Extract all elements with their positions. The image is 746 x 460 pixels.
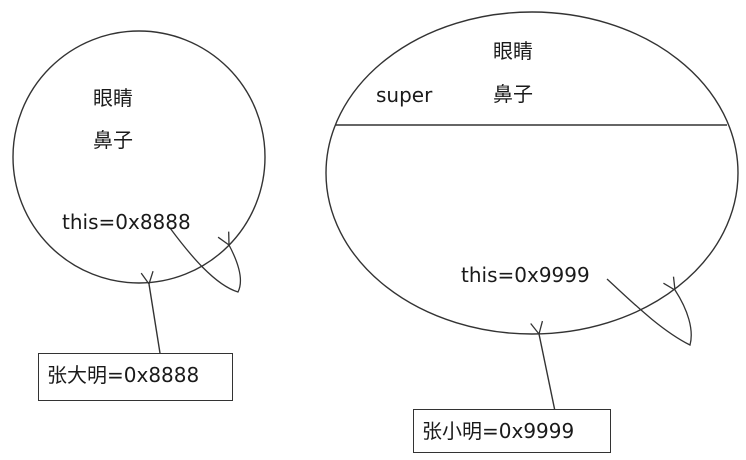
reference-a-box: 张大明=0x8888 [38,353,233,401]
reference-b-box: 张小明=0x9999 [413,409,611,453]
this-a-loop-arrow [169,227,242,293]
object-a-field-eyes: 眼睛 [93,86,133,110]
object-b-field-eyes: 眼睛 [493,39,533,63]
object-a-circle [12,30,266,284]
object-b-super-label: super [376,83,433,107]
object-b-this-label: this=0x9999 [461,263,590,287]
object-b-field-nose: 鼻子 [493,82,533,106]
this-b-loop-arrow [606,279,692,346]
object-a-field-nose: 鼻子 [93,128,133,152]
object-a-this-label: this=0x8888 [62,210,191,234]
reference-b-arrow [539,334,557,417]
